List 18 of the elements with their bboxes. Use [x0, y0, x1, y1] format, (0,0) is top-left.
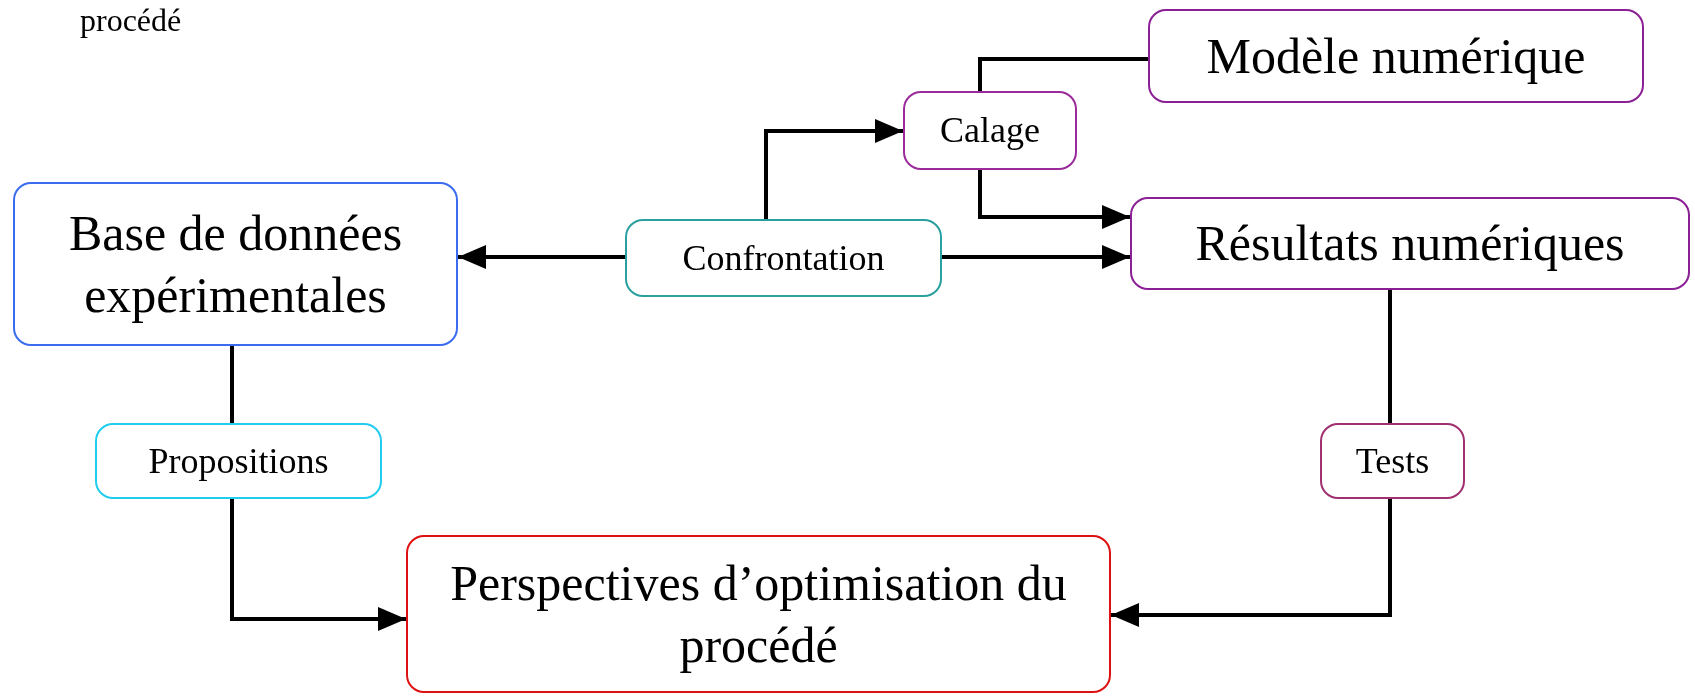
process-box: Propositions	[95, 423, 382, 499]
results-box: Résultats numériques	[1130, 197, 1690, 290]
process-box: Tests	[1320, 423, 1465, 499]
note-text: procédé	[80, 2, 182, 39]
connector-line	[978, 57, 1148, 91]
arrow	[764, 119, 903, 219]
arrow	[942, 245, 1130, 269]
outcome-box: Perspectives d’optimisation du procédé	[406, 535, 1111, 693]
model-box: Modèle numérique	[1148, 9, 1644, 103]
connector-line	[230, 346, 234, 423]
process-box: Confrontation	[625, 219, 942, 297]
arrow	[1111, 499, 1392, 627]
arrow	[230, 499, 406, 631]
process-box: Calage	[903, 91, 1077, 170]
arrow	[978, 170, 1130, 229]
connector-line	[1388, 290, 1392, 423]
data-box: Base de données expérimentales	[13, 182, 458, 346]
arrow	[458, 245, 625, 269]
